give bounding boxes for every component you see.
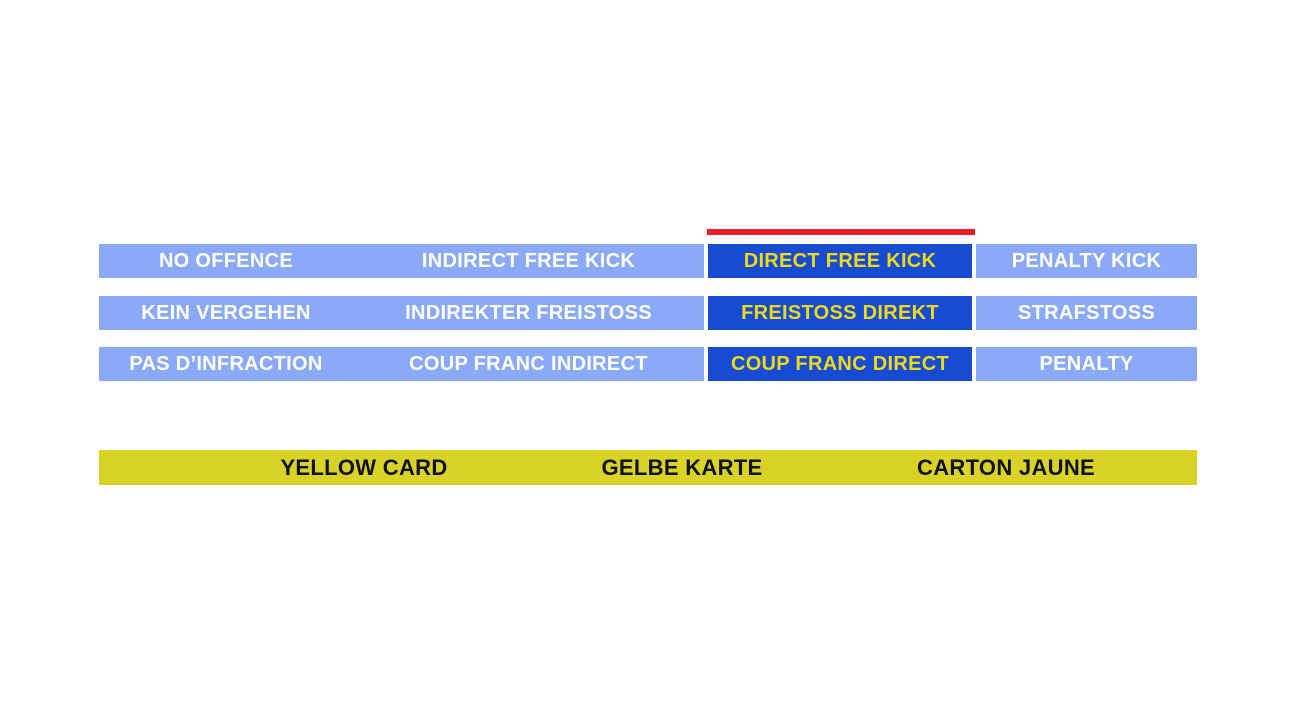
option-penalty[interactable]: PENALTY — [976, 347, 1197, 381]
sanction-label-english: YELLOW CARD — [280, 455, 448, 480]
option-strafstoss[interactable]: STRAFSTOSS — [976, 296, 1197, 330]
sanction-label-german: GELBE KARTE — [601, 455, 763, 480]
option-indirect-free-kick[interactable]: INDIRECT FREE KICK — [353, 244, 704, 278]
option-coup-franc-indirect[interactable]: COUP FRANC INDIRECT — [353, 347, 704, 381]
sanction-label-french: CARTON JAUNE — [917, 455, 1095, 480]
selected-column-marker — [707, 229, 975, 235]
sanction-bar-yellow-card[interactable]: YELLOW CARD GELBE KARTE CARTON JAUNE — [99, 450, 1197, 485]
decision-row-german: KEIN VERGEHEN INDIREKTER FREISTOSS FREIS… — [99, 296, 1197, 330]
option-kein-vergehen[interactable]: KEIN VERGEHEN — [99, 296, 353, 330]
option-freistoss-direkt[interactable]: FREISTOSS DIREKT — [708, 296, 972, 330]
option-pas-d-infraction[interactable]: PAS D’INFRACTION — [99, 347, 353, 381]
option-coup-franc-direct[interactable]: COUP FRANC DIRECT — [708, 347, 972, 381]
decision-row-english: NO OFFENCE INDIRECT FREE KICK DIRECT FRE… — [99, 244, 1197, 278]
option-indirekter-freistoss[interactable]: INDIREKTER FREISTOSS — [353, 296, 704, 330]
decision-row-french: PAS D’INFRACTION COUP FRANC INDIRECT COU… — [99, 347, 1197, 381]
option-no-offence[interactable]: NO OFFENCE — [99, 244, 353, 278]
option-penalty-kick[interactable]: PENALTY KICK — [976, 244, 1197, 278]
option-direct-free-kick[interactable]: DIRECT FREE KICK — [708, 244, 972, 278]
